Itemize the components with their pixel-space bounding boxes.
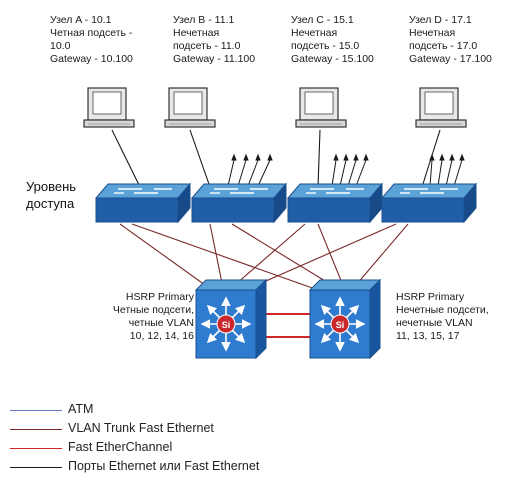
hsrp-right-line-3: нечетные VLAN [396, 317, 473, 329]
node-c-line-4: Gateway - 15.100 [291, 53, 374, 65]
trunk-a-right [131, 223, 319, 291]
access-layer-label: Уровень доступа [26, 178, 76, 212]
legend-label-ethernet: Порты Ethernet или Fast Ethernet [68, 459, 260, 473]
host-a-icon [83, 87, 135, 128]
node-a-line-4: Gateway - 10.100 [50, 53, 133, 65]
trunk-a-left [119, 223, 206, 286]
trunk-d-right [355, 223, 409, 286]
switch-b-ports-icon [227, 153, 273, 187]
host-b-icon [164, 87, 216, 128]
node-c-line-3: подсеть - 15.0 [291, 40, 360, 52]
access-switch-a-icon [94, 182, 192, 224]
hsrp-left-line-3: четные VLAN [128, 317, 194, 329]
legend-swatch-atm [10, 410, 62, 411]
trunk-d-left [249, 223, 397, 289]
legend-label-atm: ATM [68, 402, 94, 416]
access-layer-line-2: доступа [26, 196, 75, 211]
si-badge-right: Si [336, 320, 345, 330]
node-a-line-3: 10.0 [50, 40, 71, 52]
hsrp-right-line-1: HSRP Primary [396, 291, 465, 303]
etherchannel-link [262, 313, 312, 338]
hsrp-left-line-2: Четные подсети, [112, 304, 194, 316]
legend-item-ethernet: Порты Ethernet или Fast Ethernet [10, 458, 350, 477]
hsrp-left-label: HSRP Primary Четные подсети, четные VLAN… [84, 291, 194, 343]
legend-item-etherchannel: Fast EtherChannel [10, 439, 350, 458]
legend-swatch-vlan-trunk [10, 429, 62, 430]
node-d-label: Узел D - 17.1 Нечетная подсеть - 17.0 Ga… [409, 14, 492, 66]
host-d-icon [415, 87, 467, 128]
trunk-b-left [209, 223, 223, 284]
access-switch-b-icon [190, 182, 288, 224]
host-c-icon [295, 87, 347, 128]
trunk-b-right [231, 223, 331, 285]
switch-d-ports-icon [429, 153, 465, 187]
trunk-c-left [235, 223, 306, 285]
node-d-line-3: подсеть - 17.0 [409, 40, 478, 52]
access-switch-c-icon [286, 182, 384, 224]
hsrp-right-line-2: Нечетные подсети, [396, 304, 489, 316]
node-b-line-3: подсеть - 11.0 [173, 40, 241, 52]
node-a-line-1: Узел A - 10.1 [50, 14, 112, 26]
distribution-switch-left-icon [194, 278, 268, 360]
hsrp-right-label: HSRP Primary Нечетные подсети, нечетные … [396, 291, 489, 343]
node-c-label: Узел C - 15.1 Нечетная подсеть - 15.0 Ga… [291, 14, 374, 66]
port-arrows [227, 153, 465, 187]
access-layer-line-1: Уровень [26, 179, 77, 194]
node-b-label: Узел B - 11.1 Нечетная подсеть - 11.0 Ga… [173, 14, 255, 66]
hsrp-right-line-4: 11, 13, 15, 17 [396, 330, 460, 342]
node-b-line-1: Узел B - 11.1 [173, 14, 235, 26]
legend-swatch-etherchannel [10, 448, 62, 449]
ethernet-links [111, 129, 441, 188]
access-switch-d-icon [380, 182, 478, 224]
node-d-line-4: Gateway - 17.100 [409, 53, 492, 65]
legend-item-atm: ATM [10, 401, 350, 420]
node-a-line-2: Четная подсеть - [50, 27, 133, 39]
legend-item-vlan-trunk: VLAN Trunk Fast Ethernet [10, 420, 350, 439]
hsrp-left-line-1: HSRP Primary [125, 291, 194, 303]
trunk-links [119, 223, 409, 291]
network-diagram: Si Si [83, 87, 478, 360]
si-badge-left: Si [222, 320, 231, 330]
node-c-line-2: Нечетная [291, 27, 338, 39]
switch-c-ports-icon [331, 153, 369, 187]
node-d-line-2: Нечетная [409, 27, 456, 39]
node-b-line-2: Нечетная [173, 27, 220, 39]
node-d-line-1: Узел D - 17.1 [409, 14, 472, 26]
legend-label-vlan-trunk: VLAN Trunk Fast Ethernet [68, 421, 214, 435]
node-b-line-4: Gateway - 11.100 [173, 53, 256, 65]
node-c-line-1: Узел C - 15.1 [291, 14, 354, 26]
legend-swatch-ethernet [10, 467, 62, 468]
node-a-label: Узел A - 10.1 Четная подсеть - 10.0 Gate… [50, 14, 133, 66]
legend-label-etherchannel: Fast EtherChannel [68, 440, 173, 454]
legend: ATM VLAN Trunk Fast Ethernet Fast EtherC… [10, 401, 350, 477]
distribution-switch-right-icon [308, 278, 382, 360]
hsrp-left-line-4: 10, 12, 14, 16 [129, 330, 194, 342]
